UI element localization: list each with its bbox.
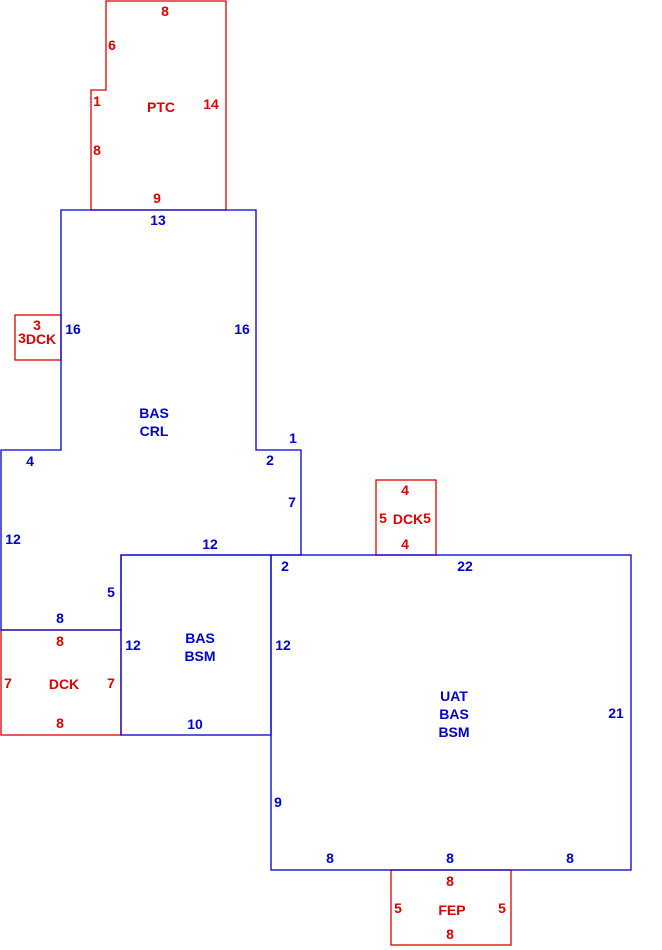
fep-dim-bottom: 8: [446, 926, 454, 942]
ptc-dim-bottom: 9: [153, 190, 161, 206]
uat-label-line2: BAS: [439, 706, 469, 722]
dck-left-small-dim-top: 3: [33, 317, 41, 333]
bas-bsm-dim-right: 12: [275, 637, 291, 653]
bas-crl-label-line2: CRL: [140, 423, 169, 439]
ptc-dim-top: 8: [161, 3, 169, 19]
uat-dim-bottom-right: 8: [566, 850, 574, 866]
ptc-dim-left-lower: 8: [93, 142, 101, 158]
bas-bsm-label-line2: BSM: [184, 648, 215, 664]
bas-crl-dim-right-lower: 7: [288, 494, 296, 510]
fep-dim-left: 5: [394, 900, 402, 916]
dck-top-right-label: DCK: [393, 511, 423, 527]
bas-crl-dim-left: 16: [65, 321, 81, 337]
dck-bottom-left-dim-left: 7: [4, 675, 12, 691]
bas-crl-label-line1: BAS: [139, 405, 169, 421]
bas-crl-dim-inner-side: 5: [107, 584, 115, 600]
dck-top-right-dim-right: 5: [423, 510, 431, 526]
bas-crl-dim-step-left: 2: [266, 452, 274, 468]
bas-crl-dim-inner-bottom: 8: [56, 610, 64, 626]
dck-top-right-dim-top: 4: [401, 482, 409, 498]
bas-bsm-dim-bottom: 10: [187, 716, 203, 732]
dck-bottom-left-label: DCK: [49, 676, 79, 692]
uat-label-line1: UAT: [440, 688, 468, 704]
dck-left-small-dim-left: 3: [18, 330, 26, 346]
uat-dim-bottom-mid: 8: [446, 850, 454, 866]
ptc-area-label: PTC: [147, 99, 175, 115]
uat-dim-right: 21: [608, 705, 624, 721]
dck-left-small-label: DCK: [26, 331, 56, 347]
ptc-dim-left-upper: 6: [108, 37, 116, 53]
uat-dim-left-lower: 9: [274, 794, 282, 810]
uat-dim-top: 22: [457, 558, 473, 574]
fep-dim-right: 5: [498, 900, 506, 916]
bas-bsm-dim-left: 12: [125, 637, 141, 653]
bas-crl-dim-step-top: 1: [289, 430, 297, 446]
bas-crl-dim-top: 13: [150, 212, 166, 228]
uat-label-line3: BSM: [438, 724, 469, 740]
dck-bottom-left-dim-top: 8: [56, 633, 64, 649]
ptc-dim-right: 14: [203, 96, 219, 112]
bas-crl-dim-left-arm-side: 12: [5, 531, 21, 547]
fep-dim-top: 8: [446, 873, 454, 889]
dck-top-right-dim-bottom: 4: [401, 536, 409, 552]
uat-dim-top-left: 2: [281, 558, 289, 574]
uat-bas-bsm-outline: [270, 554, 632, 871]
uat-dim-bottom-left: 8: [326, 850, 334, 866]
ptc-dim-step: 1: [93, 93, 101, 109]
dck-top-right-dim-left: 5: [379, 510, 387, 526]
bas-crl-dim-right: 16: [234, 321, 250, 337]
dck-bottom-left-dim-bottom: 8: [56, 715, 64, 731]
fep-label: FEP: [438, 902, 465, 918]
dck-bottom-left-dim-right: 7: [107, 675, 115, 691]
bas-crl-dim-bottom: 12: [202, 536, 218, 552]
bas-bsm-label-line1: BAS: [185, 630, 215, 646]
bas-crl-dim-left-arm-top: 4: [26, 453, 34, 469]
